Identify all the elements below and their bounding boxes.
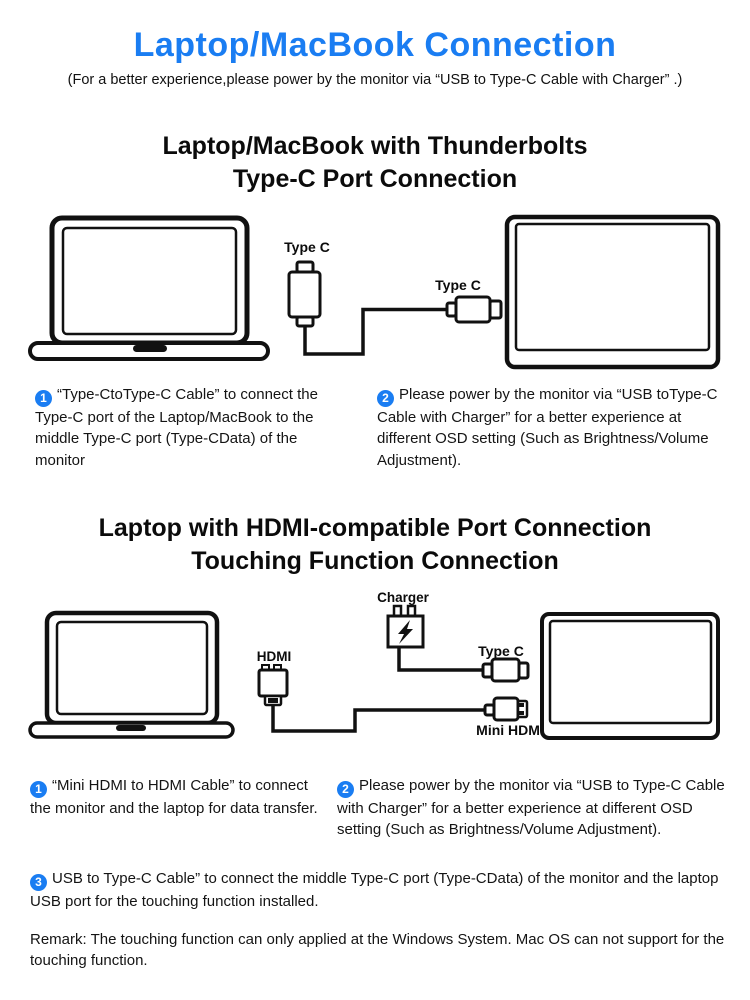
typec-connector-laptop-end: Type C — [284, 239, 330, 328]
monitor-illustration — [504, 214, 721, 370]
charger-label: Charger — [377, 590, 430, 605]
section2-step3-text: USB to Type-C Cable” to connect the midd… — [30, 870, 719, 911]
section1-heading-line1: Laptop/MacBook with Thunderbolts — [162, 132, 588, 160]
section2-heading-line1: Laptop with HDMI-compatible Port Connect… — [98, 514, 652, 542]
step-number-badge: 3 — [30, 874, 47, 892]
lightning-bolt-icon — [398, 620, 413, 644]
section1-heading-line2: Type-C Port Connection — [232, 164, 518, 193]
typec-label-1: Type C — [284, 239, 330, 255]
section2-step2-text: Please power by the monitor via “USB to … — [337, 777, 725, 839]
page-title: Laptop/MacBook Connection — [133, 26, 617, 64]
hdmi-neck-hatch — [268, 698, 278, 703]
typec-cable — [303, 307, 448, 356]
mini-hdmi-connector: Mini HDMI — [476, 696, 544, 738]
section2-heading-line2: Touching Function Connection — [191, 546, 559, 575]
mini-hdmi-pin — [519, 703, 524, 707]
section1-step2-text: Please power by the monitor via “USB toT… — [377, 386, 718, 469]
typec-connection-diagram: Type C Type C — [28, 214, 721, 370]
typec-connector: Type C — [478, 643, 530, 683]
monitor-illustration — [540, 612, 720, 740]
hdmi-connection-diagram: Charger Type C HDMI Min — [28, 590, 720, 740]
laptop-notch — [116, 725, 146, 731]
section1-heading: Laptop/MacBook with Thunderbolts Type-C … — [0, 130, 750, 195]
typec-label-2: Type C — [435, 277, 481, 293]
section2-step1-text: “Mini HDMI to HDMI Cable” to connect the… — [30, 777, 318, 818]
hdmi-cable — [271, 705, 485, 733]
laptop-notch — [133, 345, 167, 352]
section1-step1: 1“Type-CtoType-C Cable” to connect the T… — [35, 384, 325, 471]
section2-step1: 1“Mini HDMI to HDMI Cable” to connect th… — [30, 775, 328, 819]
mini-hdmi-label: Mini HDMI — [476, 722, 544, 738]
page-subtitle: (For a better experience,please power by… — [67, 72, 683, 88]
step-number-badge: 1 — [35, 390, 52, 408]
remark-text: Remark: The touching function can only a… — [30, 931, 725, 970]
step-number-badge: 1 — [30, 781, 47, 799]
typec-connector-monitor-end: Type C — [435, 277, 503, 324]
section2-heading: Laptop with HDMI-compatible Port Connect… — [0, 512, 750, 577]
laptop-illustration — [28, 610, 235, 739]
mini-hdmi-pin — [519, 711, 524, 715]
step-number-badge: 2 — [337, 781, 354, 799]
hdmi-label: HDMI — [257, 649, 292, 664]
hdmi-connector: HDMI — [257, 649, 292, 707]
laptop-illustration — [28, 215, 270, 361]
section1-step1-text: “Type-CtoType-C Cable” to connect the Ty… — [35, 386, 318, 469]
charger-illustration: Charger — [377, 590, 430, 649]
charger-cable — [397, 647, 483, 672]
typec-label: Type C — [478, 643, 524, 659]
step-number-badge: 2 — [377, 390, 394, 408]
